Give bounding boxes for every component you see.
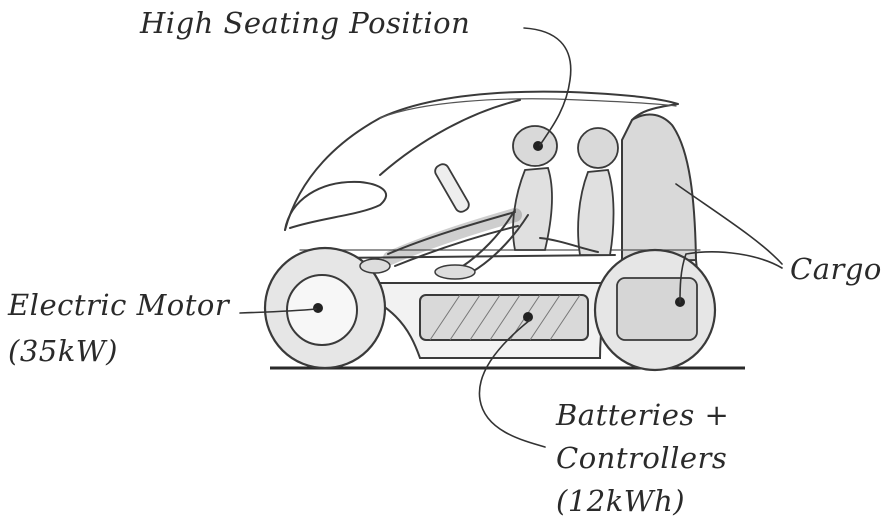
cargo-label: Cargo [790, 252, 882, 287]
seating-label: High Seating Position [140, 6, 470, 41]
battery-pack [420, 295, 588, 340]
motor-power-label: (35kW) [8, 334, 118, 369]
battery-capacity-label: (12kWh) [556, 484, 685, 519]
controllers-label: Controllers [556, 441, 727, 476]
cargo-panel [622, 115, 696, 262]
rear-wheel [595, 250, 715, 370]
steering-column [433, 162, 471, 214]
batteries-label: Batteries + [556, 398, 729, 433]
motor-label: Electric Motor [8, 288, 229, 323]
